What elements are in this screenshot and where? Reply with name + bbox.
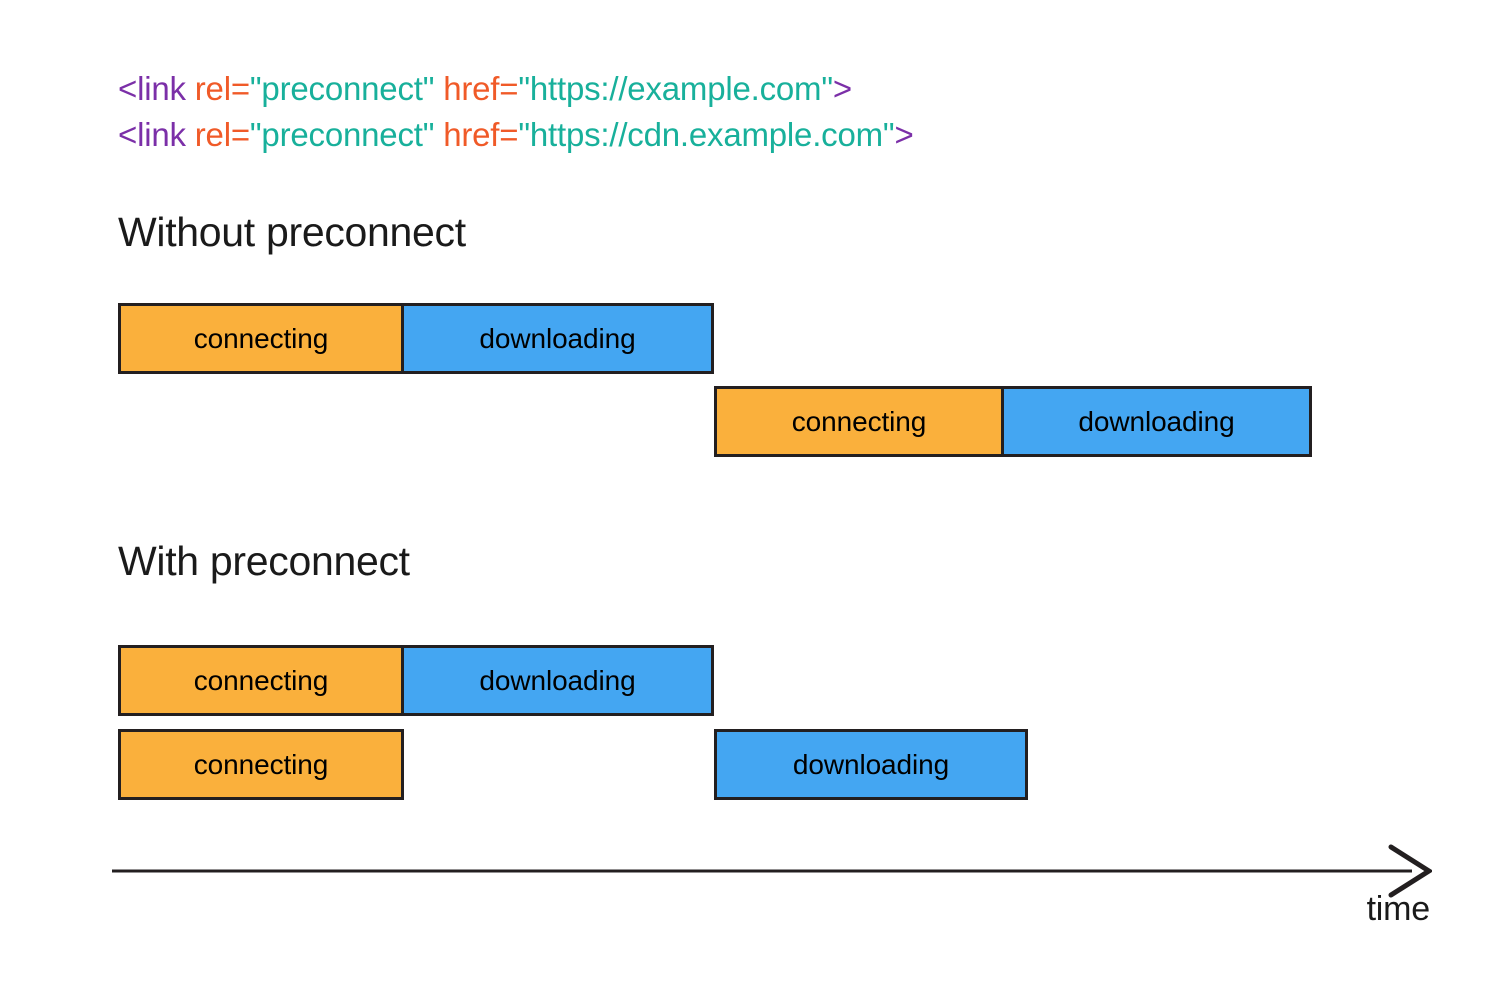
bar-label: connecting	[193, 664, 329, 696]
code-attr-href: href=	[434, 116, 519, 153]
bar-label: connecting	[193, 748, 329, 780]
code-line-1: <link rel="preconnect" href="https://exa…	[118, 66, 914, 112]
code-attr-rel: rel=	[185, 70, 250, 107]
bar-segment-downloading: downloading	[714, 729, 1028, 800]
bar-label: downloading	[792, 748, 950, 780]
code-value-rel: "preconnect"	[249, 70, 435, 107]
time-axis-arrow	[112, 844, 1432, 898]
bar-segment-downloading: downloading	[1001, 386, 1312, 457]
bar-label: downloading	[479, 664, 636, 696]
code-value-href: "https://cdn.example.com"	[518, 116, 895, 153]
bar-segment-downloading: downloading	[401, 303, 714, 374]
bar-segment-connecting: connecting	[118, 645, 404, 716]
code-tag-close: >	[832, 70, 852, 107]
bar-label: connecting	[791, 405, 927, 437]
bar-segment-connecting: connecting	[118, 729, 404, 800]
code-line-2: <link rel="preconnect" href="https://cdn…	[118, 112, 914, 158]
bar-label: connecting	[193, 322, 329, 354]
code-attr-href: href=	[434, 70, 519, 107]
section-heading-without-preconnect: Without preconnect	[118, 209, 466, 255]
code-value-href: "https://example.com"	[518, 70, 833, 107]
bar-segment-downloading: downloading	[401, 645, 714, 716]
code-attr-rel: rel=	[185, 116, 250, 153]
bar-label: downloading	[1078, 405, 1235, 437]
code-tag-open: <link	[118, 70, 186, 107]
section-heading-with-preconnect: With preconnect	[118, 538, 410, 584]
bar-segment-connecting: connecting	[118, 303, 404, 374]
code-tag-open: <link	[118, 116, 186, 153]
code-value-rel: "preconnect"	[249, 116, 435, 153]
code-tag-close: >	[894, 116, 914, 153]
code-snippet: <link rel="preconnect" href="https://exa…	[118, 66, 914, 158]
bar-label: downloading	[479, 322, 636, 354]
bar-segment-connecting: connecting	[714, 386, 1004, 457]
time-axis-label: time	[1366, 890, 1431, 928]
